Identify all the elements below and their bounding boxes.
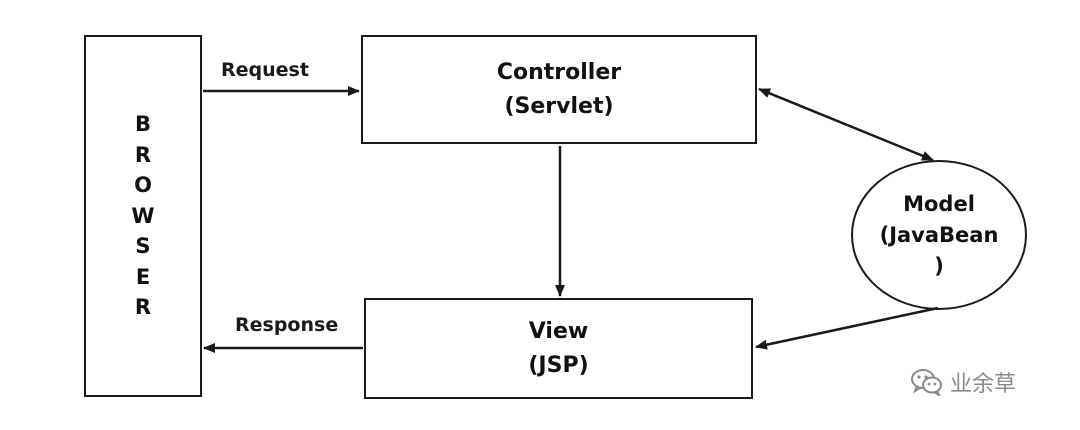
request-label: Request <box>221 59 309 81</box>
model-subtitle: (JavaBean <box>879 222 999 247</box>
browser-letter: R <box>134 142 152 167</box>
model-subtitle-end: ) <box>934 253 944 278</box>
browser-box: B R O W S E R <box>84 35 202 397</box>
response-label: Response <box>235 314 339 336</box>
browser-letter: S <box>135 234 151 259</box>
browser-letter: O <box>134 173 152 198</box>
view-title: View <box>528 318 589 344</box>
controller-box: Controller (Servlet) <box>361 35 757 144</box>
view-box: View (JSP) <box>364 298 753 399</box>
controller-subtitle: (Servlet) <box>504 93 614 119</box>
controller-model-arrow <box>758 87 934 162</box>
wechat-icon <box>911 369 942 396</box>
model-ellipse: Model (JavaBean ) <box>851 160 1027 310</box>
watermark-text: 业余草 <box>950 372 1017 397</box>
browser-letter: W <box>131 203 155 228</box>
browser-letter: E <box>135 264 151 289</box>
watermark: 业余草 <box>910 366 1016 398</box>
browser-label: B R O W S E R <box>131 109 154 323</box>
controller-title: Controller <box>496 59 622 85</box>
model-to-view-arrow <box>755 306 939 350</box>
browser-letter: B <box>134 112 151 137</box>
view-subtitle: (JSP) <box>528 352 589 378</box>
model-title: Model <box>903 191 975 216</box>
browser-letter: R <box>134 295 152 320</box>
